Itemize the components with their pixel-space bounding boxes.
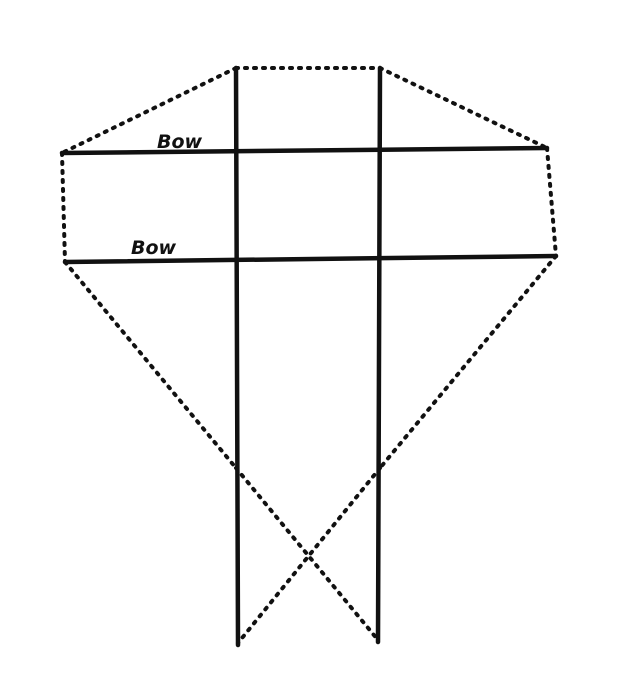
right-spar [375,65,383,645]
bow-label-upper: Bow [157,131,203,153]
outline-lower-left-edge [63,260,238,470]
kite-outline [60,66,558,645]
outline-upper-right-edge [378,66,549,150]
bow-label-lower: Bow [131,237,177,259]
kite-frame [59,65,559,648]
left-spar [233,65,241,648]
lower-bow-stick [62,253,559,265]
tail-cross-right-to-left [236,466,382,645]
outline-left-side [60,151,67,264]
outline-right-side [545,146,558,258]
outline-lower-right-edge [378,254,558,470]
tail-cross-left-to-right [234,466,380,642]
outline-upper-left-edge [60,66,238,155]
upper-bow-stick [59,145,550,156]
